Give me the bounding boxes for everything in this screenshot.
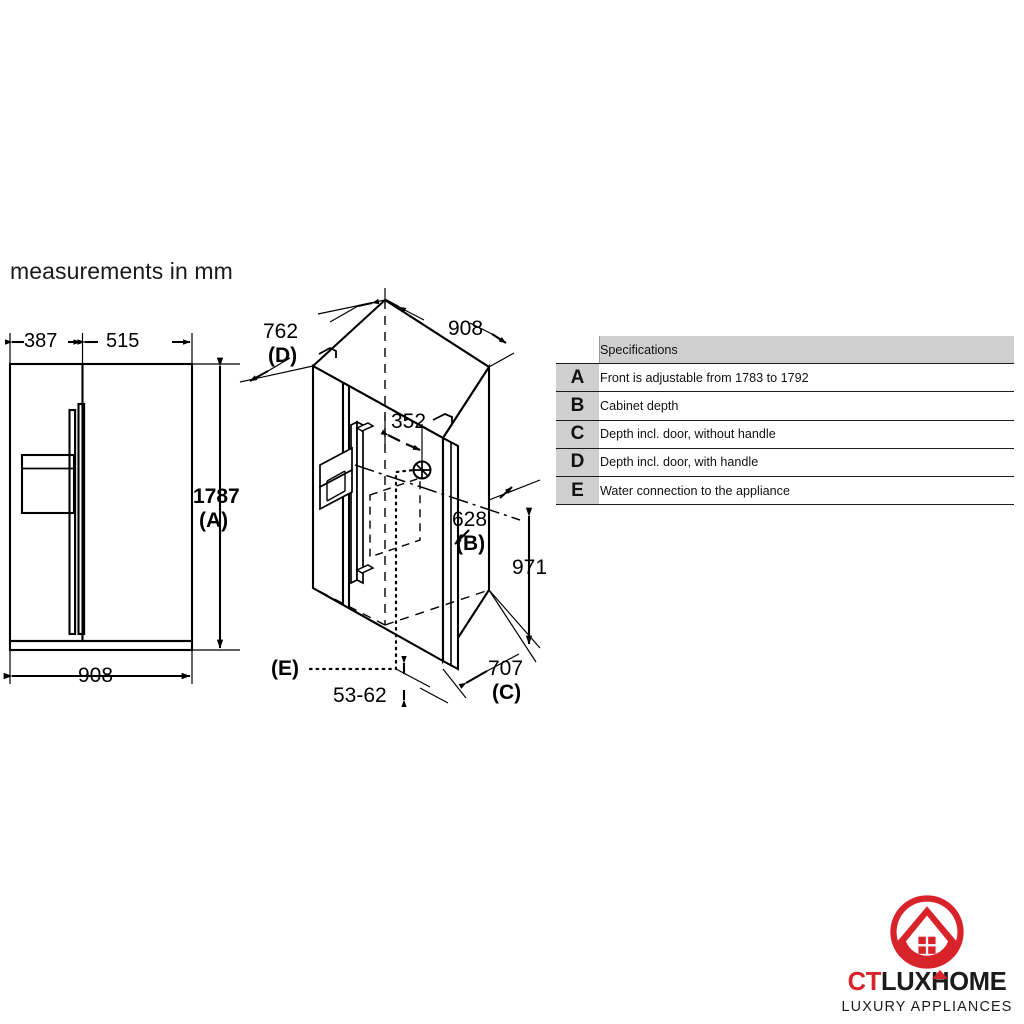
iso-hidden-bottom-left	[312, 587, 386, 626]
dim-352-arrow-right	[405, 443, 421, 451]
house-circle-icon	[890, 895, 964, 969]
table-row-desc: Depth incl. door, without handle	[599, 420, 1014, 449]
table-row-key: B	[556, 391, 600, 421]
iso-top-lip-left	[318, 346, 337, 358]
iso-handle-bar	[350, 420, 358, 585]
front-handle-right	[77, 402, 86, 636]
dim-908-iso-right-arrow	[491, 333, 507, 344]
table-row-desc: Depth incl. door, with handle	[599, 448, 1014, 477]
logo-ct-text: CT	[847, 968, 882, 996]
iso-centre-axis	[354, 464, 521, 521]
dim-908-iso-left-arrow	[385, 299, 407, 313]
iso-top-lip-right	[432, 413, 453, 425]
table-header-row: Specifications	[556, 336, 1014, 365]
dim-628-arrow-lower	[454, 529, 470, 545]
dim-label-1787-ref: (A)	[199, 509, 229, 532]
iso-dispenser-inner-2	[326, 490, 346, 502]
roof-accent-icon	[932, 970, 949, 979]
dim-label-971: 971	[512, 556, 548, 579]
dim-762-arrow-top	[357, 298, 380, 308]
dim-label-628: 628	[452, 508, 488, 531]
table-row-key: C	[556, 420, 600, 449]
dim-label-762: 762	[263, 320, 299, 343]
iso-hidden-bottom-right	[384, 589, 490, 626]
dim-label-352: 352	[391, 410, 427, 433]
dim-label-762-ref: (D)	[268, 344, 298, 367]
table-row-desc: Front is adjustable from 1783 to 1792	[599, 363, 1014, 393]
specifications-table: Specifications A Front is adjustable fro…	[556, 336, 1014, 506]
dim-707-arrow	[458, 670, 488, 689]
dim-label-908-iso: 908	[448, 317, 484, 340]
logo-ome-text: OME	[949, 968, 1007, 996]
table-row: A Front is adjustable from 1783 to 1792	[556, 363, 1014, 393]
iso-dispenser-inner	[326, 470, 346, 482]
dim-label-515: 515	[106, 330, 140, 352]
table-row-key: D	[556, 448, 600, 477]
iso-dispenser-body	[319, 468, 353, 511]
dim-label-908-front: 908	[78, 664, 114, 687]
table-row: B Cabinet depth	[556, 391, 1014, 421]
dim-label-628-ref: (B)	[456, 532, 486, 555]
water-leader-dotted	[308, 468, 416, 671]
dim-label-387: 387	[24, 330, 58, 352]
table-row-key: E	[556, 476, 600, 506]
logo-tagline: LUXURY APPLIANCES	[841, 999, 1013, 1015]
dim-762-arrow-bottom	[249, 370, 269, 382]
dim-label-E-ref: (E)	[271, 657, 299, 680]
front-dispenser	[20, 453, 76, 515]
iso-handle-mount-bottom	[355, 564, 375, 574]
table-row: D Depth incl. door, with handle	[556, 448, 1014, 477]
iso-handle-bar-face	[356, 420, 364, 585]
front-handle-left	[68, 408, 77, 636]
iso-handle-mount-top	[355, 422, 375, 432]
dim-label-53-62: 53-62	[333, 684, 387, 707]
table-header-label: Specifications	[599, 336, 1014, 365]
table-header-key-cell	[556, 336, 600, 365]
table-row-desc: Cabinet depth	[599, 391, 1014, 421]
front-base-plinth	[8, 639, 194, 652]
table-row-key: A	[556, 363, 600, 393]
dim-label-1787: 1787	[193, 485, 240, 508]
page-caption: measurements in mm	[10, 258, 233, 284]
logo-h-text: H	[931, 969, 949, 996]
dim-label-707-ref: (C)	[492, 681, 522, 704]
logo-lux-text: LUX	[880, 968, 932, 996]
table-row-desc: Water connection to the appliance	[599, 476, 1014, 506]
dim-352-arrow-left	[380, 429, 401, 442]
table-row: C Depth incl. door, without handle	[556, 420, 1014, 449]
table-row: E Water connection to the appliance	[556, 476, 1014, 506]
iso-hidden-water-box	[369, 477, 421, 558]
dim-label-707: 707	[488, 657, 524, 680]
dim-628-arrow-upper	[499, 486, 513, 499]
